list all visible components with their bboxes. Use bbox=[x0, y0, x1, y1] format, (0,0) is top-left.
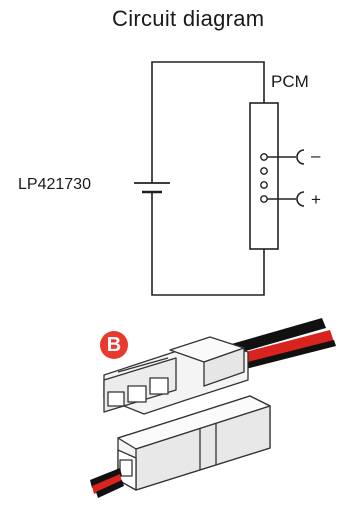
lower-wires-icon bbox=[90, 468, 124, 498]
positive-terminal-label: + bbox=[311, 190, 321, 209]
pcm-board bbox=[249, 102, 279, 250]
top-wire bbox=[151, 61, 265, 183]
negative-terminal-label: – bbox=[311, 146, 321, 165]
negative-lead-icon bbox=[267, 149, 305, 165]
pcm-label: PCM bbox=[271, 72, 309, 91]
circuit-wires bbox=[151, 61, 265, 296]
lower-receptacle-icon bbox=[117, 395, 271, 491]
bottom-wire bbox=[151, 192, 265, 296]
battery-symbol bbox=[134, 182, 170, 194]
connector-badge: B bbox=[100, 331, 128, 359]
battery-label: LP421730 bbox=[18, 176, 91, 193]
upper-wires-icon bbox=[228, 318, 336, 372]
upper-plug-icon bbox=[103, 336, 249, 415]
diagram-title: Circuit diagram bbox=[112, 6, 265, 31]
connector-illustration bbox=[90, 318, 336, 498]
positive-lead-icon bbox=[267, 191, 305, 207]
pcm-pads bbox=[260, 153, 268, 203]
